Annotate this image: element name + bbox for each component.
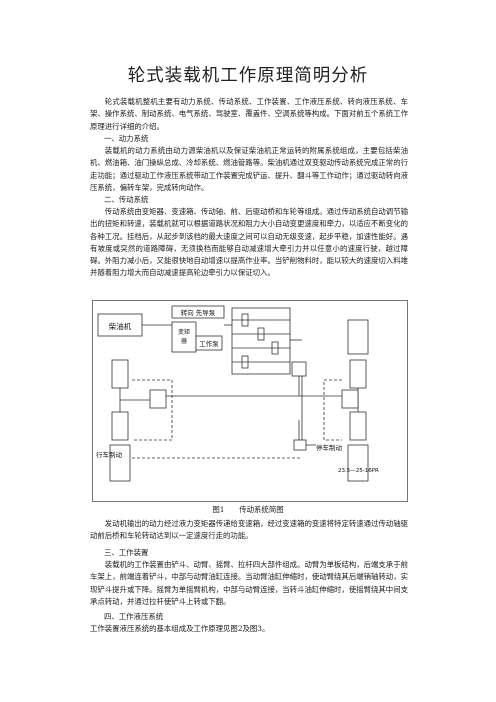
svg-text:器: 器 xyxy=(181,338,187,345)
tire-spec-label: 23.5—25-16PR xyxy=(338,468,379,474)
engine-label: 柴油机 xyxy=(109,321,132,331)
section-heading-work-device: 三、工作装置 xyxy=(104,548,149,557)
torque-converter-label: 变矩 xyxy=(178,328,190,336)
section-heading-transmission: 二、传动系统 xyxy=(104,195,149,204)
intro-paragraph: 轮式装载机整机主要有动力系统、传动系统、工作装置、工作液压系统、转向液压系统、车… xyxy=(90,97,408,131)
section-body-work-device: 装载机的工作装置由铲斗、动臂、摇臂、拉杆四大部件组成。动臂为单板结构，后端支承于… xyxy=(90,560,408,606)
transmission-after-figure: 发动机输出的动力经过液力变矩器传递给变速箱，经过变速箱的变速将特定转速通过传动轴… xyxy=(90,519,408,541)
section-heading-hydraulic: 四、工作液压系统 xyxy=(104,612,164,621)
document-title: 轮式装载机工作原理简明分析 xyxy=(127,66,369,86)
steering-pilot-pump-label: 转向 先导泵 xyxy=(181,308,216,317)
transmission-diagram: 柴油机 转向 先导泵 变矩 器 工作泵 xyxy=(92,300,408,502)
section-body-power: 装载机的动力系统由动力源柴油机以及保证柴油机正常运转的附属系统组成，主要包括柴油… xyxy=(90,146,408,192)
figure-caption: 图1 传动系统简图 xyxy=(212,505,284,514)
work-pump-label: 工作泵 xyxy=(199,339,219,348)
service-brake-label: 行车制动 xyxy=(96,450,123,459)
section-heading-power: 一、动力系统 xyxy=(104,134,149,143)
section-body-hydraulic: 工作装置液压系统的基本组成及工作原理见图2及图3。 xyxy=(90,624,270,633)
park-brake-label: 停车制动 xyxy=(316,443,343,452)
section-body-transmission: 传动系统由变矩器、变速箱、传动轴、前、后驱动桥和车轮等组成。通过传动系统自动调节… xyxy=(90,207,408,278)
